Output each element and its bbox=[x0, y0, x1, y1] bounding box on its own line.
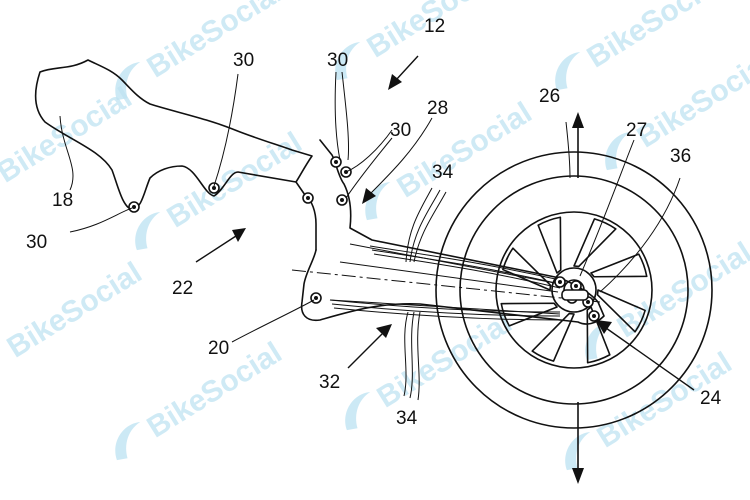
bolt-center bbox=[314, 296, 318, 300]
ref-numeral-12: 12 bbox=[424, 16, 445, 37]
wheel-spoke bbox=[531, 312, 575, 362]
axle-clamp-27 bbox=[561, 289, 589, 301]
bolt-center bbox=[592, 314, 596, 318]
bikesocial-swoosh-icon bbox=[565, 431, 591, 471]
bolt-center bbox=[574, 284, 578, 288]
ref-numeral-30a: 30 bbox=[233, 50, 254, 71]
wheel-spoke bbox=[586, 306, 611, 364]
axis-centerline bbox=[291, 269, 601, 303]
watermark-text: BikeSocial bbox=[372, 306, 518, 414]
wheel-spoke bbox=[500, 302, 558, 327]
bikesocial-swoosh-icon bbox=[135, 211, 161, 251]
bikesocial-swoosh-icon bbox=[605, 131, 631, 171]
ref-numeral-32: 32 bbox=[319, 372, 340, 393]
bikesocial-swoosh-icon bbox=[555, 51, 581, 91]
wheel-spoke bbox=[596, 289, 646, 333]
motion-arrow-down bbox=[572, 402, 584, 484]
ref-numeral-30b: 30 bbox=[327, 50, 348, 71]
bolt-center bbox=[334, 160, 338, 164]
arrow-32 bbox=[347, 324, 392, 369]
wheel-spoke bbox=[573, 218, 617, 268]
bikesocial-swoosh-icon bbox=[335, 41, 361, 81]
ref-numeral-26: 26 bbox=[539, 86, 560, 107]
bikesocial-swoosh-icon bbox=[115, 61, 141, 101]
ref-numeral-34b: 34 bbox=[396, 408, 418, 429]
ref-numeral-27: 27 bbox=[626, 120, 647, 141]
watermark-text: BikeSocial bbox=[2, 256, 148, 364]
watermark-text: BikeSocial bbox=[392, 96, 538, 204]
arrow-22 bbox=[195, 228, 246, 263]
bolt-center bbox=[586, 300, 590, 304]
arrow-24 bbox=[596, 320, 695, 391]
motion-arrow-up bbox=[572, 112, 584, 178]
bikesocial-swoosh-icon bbox=[115, 421, 141, 461]
wheel-spoke bbox=[537, 216, 562, 274]
leader-lines bbox=[59, 71, 681, 343]
ref-numeral-18: 18 bbox=[52, 190, 73, 211]
ref-numeral-36: 36 bbox=[670, 146, 691, 167]
leaf-bundle-lower bbox=[329, 299, 561, 401]
bolt-center bbox=[132, 205, 136, 209]
bikesocial-swoosh-icon bbox=[585, 321, 611, 361]
wheel-spoke bbox=[590, 253, 648, 278]
bolt-center bbox=[306, 196, 310, 200]
ref-numeral-24: 24 bbox=[700, 388, 722, 409]
watermark-text: BikeSocial bbox=[632, 46, 750, 154]
watermark-text: BikeSocial bbox=[142, 0, 288, 84]
frame-part-18 bbox=[34, 59, 313, 211]
ref-numeral-30c: 30 bbox=[390, 120, 411, 141]
watermark-text: BikeSocial bbox=[582, 0, 728, 74]
ref-numeral-20: 20 bbox=[208, 338, 229, 359]
wheel-spoke bbox=[502, 247, 552, 291]
wheel-26 bbox=[435, 151, 713, 429]
bikesocial-swoosh-icon bbox=[345, 391, 371, 431]
bolt-center bbox=[212, 186, 216, 190]
watermark-text: BikeSocial bbox=[0, 81, 138, 189]
arrow-12 bbox=[388, 55, 419, 90]
frame-rear-connector bbox=[295, 181, 317, 251]
bolt-center bbox=[340, 198, 344, 202]
bikesocial-swoosh-icon bbox=[365, 181, 391, 221]
arrow-28 bbox=[362, 117, 433, 204]
ref-numeral-30d: 30 bbox=[26, 232, 47, 253]
bolt-center bbox=[558, 280, 562, 284]
ref-numeral-22: 22 bbox=[172, 278, 193, 299]
ref-numeral-34a: 34 bbox=[432, 162, 454, 183]
ref-numeral-28: 28 bbox=[427, 98, 448, 119]
